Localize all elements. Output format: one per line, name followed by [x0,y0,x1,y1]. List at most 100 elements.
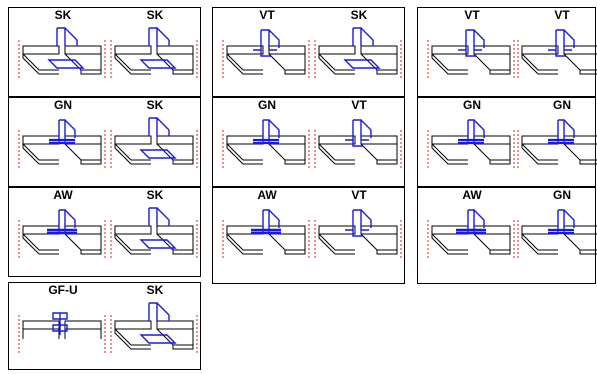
vt-flange [360,119,372,138]
dimension-marks [427,40,515,80]
profile-sk [139,27,177,69]
dimension-marks [314,130,402,170]
right-slab-depth [563,143,597,165]
aw-flange [268,209,280,228]
dimension-marks [517,40,519,80]
dimension-marks [427,220,515,260]
left-slab-depth [521,53,558,75]
joint-diagram [314,209,402,260]
joint-diagram [110,302,198,355]
joint-diagram [18,27,106,80]
joint-diagram [222,209,310,260]
right-slab-face [64,320,102,330]
sk-foot [139,149,177,159]
combo-panel: GF-U SK [8,282,201,370]
joint-type-label: VT [351,188,367,202]
right-slab-face [156,225,194,235]
gn-flange [563,119,575,138]
vt-stem [260,29,270,50]
profile-sk [139,207,177,249]
vt-step [253,49,277,57]
profile-vt [458,29,485,57]
joint-type-label: GN [463,98,481,112]
right-slab-depth [563,233,597,255]
right-slab-depth [473,143,511,165]
sk-flange [64,27,78,46]
sk-flange [156,207,170,226]
left-slab-depth [431,53,468,75]
sk-flange [156,302,170,321]
gfu-bracket [52,312,68,335]
profile-vt [548,29,575,57]
joint-diagram [314,119,402,170]
joint-diagram [517,29,597,80]
profile-gn [49,119,76,145]
aw-bar [251,228,281,235]
dimension-marks [18,40,106,80]
right-slab-depth [156,233,194,255]
sk-stem [352,27,362,46]
dimension-marks [110,220,198,260]
tile-base [22,320,102,339]
vt-flange [563,29,575,48]
joint-type-label: SK [146,283,164,297]
dimension-marks [18,130,106,170]
joint-type-label: VT [554,8,570,22]
joint-diagram [18,312,106,355]
dimension-marks [517,220,519,260]
joint-diagram [110,27,198,80]
joint-type-label: VT [464,8,480,22]
aw-bar [47,228,77,235]
right-slab-depth [360,233,398,255]
joint-type-label: VT [351,98,367,112]
left-slab-depth [114,143,151,165]
right-slab-face [360,45,398,55]
left-slab-depth [114,328,151,350]
dimension-marks [222,220,310,260]
gn-stem [557,209,565,230]
gn-bar [548,228,574,235]
gn-bar [49,138,75,145]
right-slab-depth [64,143,102,165]
right-slab-depth [268,53,306,75]
sk-foot [47,59,85,69]
left-slab-depth [114,233,151,255]
right-slab-face [563,45,597,55]
left-slab-depth [318,143,355,165]
left-slab-face [114,225,152,235]
left-slab-depth [114,53,151,75]
right-slab-face [563,135,597,145]
tile-base [226,45,306,75]
gn-bar [253,138,279,145]
aw-flange [473,209,485,228]
tile-base [114,225,194,255]
right-slab-face [64,45,102,55]
profile-gn [458,119,485,145]
right-slab-depth [473,53,511,75]
sk-stem [56,27,66,46]
left-slab-depth [318,233,355,255]
sk-flange [360,27,374,46]
vt-stem [352,119,362,140]
profile-gn [548,209,575,235]
profile-sk [139,117,177,159]
joint-type-label: GN [553,188,571,202]
joint-diagram [517,209,597,260]
joint-type-label: VT [259,8,275,22]
joint-type-label: GF-U [48,283,78,297]
sk-flange [156,117,170,136]
sk-foot [139,239,177,249]
sk-stem [148,117,158,136]
joint-diagram [314,27,402,80]
left-slab-face [22,45,60,55]
sk-foot [139,59,177,69]
gn-flange [473,119,485,138]
joint-diagram [222,119,310,170]
joint-type-label: AW [53,188,73,202]
joint-type-label: SK [146,188,164,202]
profile-sk [343,27,381,69]
dimension-marks [110,40,198,80]
dimension-marks [314,40,402,80]
dimension-marks [517,130,519,170]
